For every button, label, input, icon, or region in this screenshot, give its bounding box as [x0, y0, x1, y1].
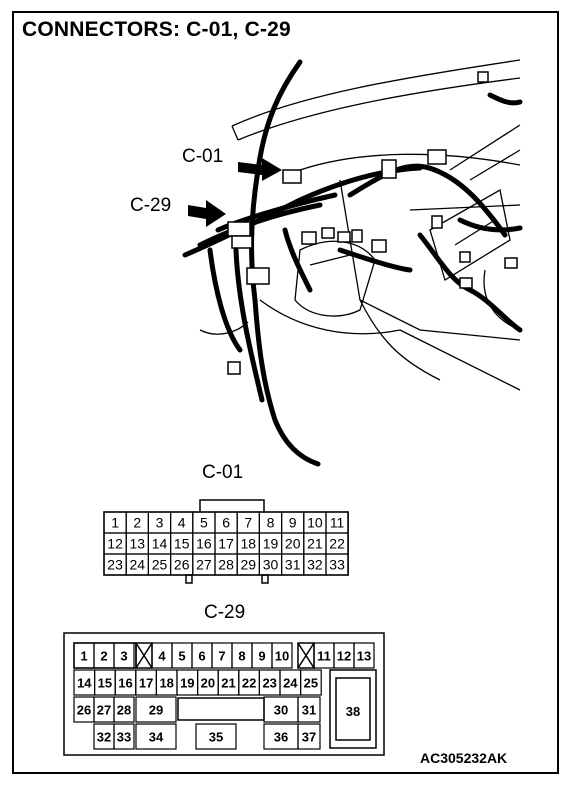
c01-pin-number: 31: [285, 557, 301, 573]
c29-pin-number: 6: [198, 649, 205, 664]
c01-pin-number: 25: [152, 557, 168, 573]
c29-pin-number: 38: [346, 704, 360, 719]
c29-pin-number: 37: [302, 730, 316, 745]
c29-pin-number: 28: [117, 703, 131, 718]
c01-label: C-01: [202, 462, 244, 483]
c01-pin-number: 7: [244, 515, 252, 531]
c01-pin-number: 30: [263, 557, 279, 573]
c29-pin-cell: [113, 642, 135, 669]
c29-pin-number: 14: [77, 676, 92, 691]
c29-pin-cell: [113, 723, 135, 750]
c01-pin-number: 24: [130, 557, 146, 573]
c01-pin-number: 19: [263, 536, 279, 552]
c01-pin-number: 21: [307, 536, 323, 552]
c29-pin-number: 30: [274, 703, 288, 718]
c29-pin-cell: [353, 642, 375, 669]
c29-pin-number: 26: [77, 703, 91, 718]
c29-pin-number: 20: [201, 676, 215, 691]
c29-pin-number: 4: [158, 649, 166, 664]
c01-pin-number: 12: [107, 536, 123, 552]
diagram-title: CONNECTORS: C-01, C-29: [22, 18, 291, 41]
c01-pin-number: 26: [174, 557, 190, 573]
c01-pin-number: 16: [196, 536, 212, 552]
c01-pin-number: 17: [218, 536, 234, 552]
c29-pin-cell: [271, 642, 293, 669]
c29-pin-number: 15: [98, 676, 112, 691]
c01-pin-number: 18: [241, 536, 257, 552]
c29-pin-number: 3: [120, 649, 127, 664]
c29-pin-cell: [135, 696, 177, 723]
c29-pin-number: 22: [242, 676, 256, 691]
c29-pin-number: 24: [283, 676, 298, 691]
c29-pin-number: 23: [262, 676, 276, 691]
c29-pin-cell: [300, 669, 322, 696]
c01-pin-number: 4: [178, 515, 186, 531]
c01-pin-number: 29: [241, 557, 257, 573]
c29-pin-number: 36: [274, 730, 288, 745]
c01-callout-label: C-01: [182, 146, 224, 167]
c29-pin-number: 32: [97, 730, 111, 745]
figure-code: AC305232AK: [420, 750, 508, 766]
c01-pin-number: 32: [307, 557, 323, 573]
diagram-frame: [12, 11, 559, 774]
c29-pin-number: 31: [302, 703, 316, 718]
c01-pin-number: 8: [267, 515, 275, 531]
c29-pin-number: 10: [275, 649, 289, 664]
c01-pin-number: 27: [196, 557, 212, 573]
c29-pin-number: 8: [238, 649, 245, 664]
c29-pin-number: 7: [218, 649, 225, 664]
c01-pin-number: 15: [174, 536, 190, 552]
c29-pin-number: 19: [180, 676, 194, 691]
c29-pin-number: 35: [209, 730, 223, 745]
c01-pin-number: 14: [152, 536, 168, 552]
c29-pin-number: 9: [258, 649, 265, 664]
c01-pin-number: 33: [329, 557, 345, 573]
c29-pin-number: 17: [139, 676, 153, 691]
c01-pin-number: 3: [156, 515, 164, 531]
c29-pin-number: 21: [221, 676, 235, 691]
c29-pin-cell: [297, 696, 321, 723]
c01-pin-number: 28: [218, 557, 234, 573]
c01-pin-number: 2: [133, 515, 141, 531]
c29-pin-number: 2: [100, 649, 107, 664]
c29-pin-number: 25: [304, 676, 318, 691]
c29-pin-number: 5: [178, 649, 185, 664]
c29-pin-cell: [113, 696, 135, 723]
c29-pin-number: 16: [118, 676, 132, 691]
c01-pin-number: 22: [329, 536, 345, 552]
c01-pin-cell: [325, 553, 349, 576]
c29-pin-number: 29: [149, 703, 163, 718]
c29-pin-number: 11: [317, 649, 331, 664]
c29-pin-cell: [135, 723, 177, 750]
c01-pin-number: 23: [107, 557, 123, 573]
c29-pin-number: 18: [159, 676, 173, 691]
c01-pin-number: 1: [111, 515, 119, 531]
c29-pin-number: 34: [149, 730, 164, 745]
c29-pin-cell: [195, 723, 237, 750]
c29-pin-number: 1: [80, 649, 87, 664]
c29-pin-number: 33: [117, 730, 131, 745]
c01-pin-number: 6: [222, 515, 230, 531]
c01-pin-number: 10: [307, 515, 323, 531]
c01-pin-number: 20: [285, 536, 301, 552]
c29-pin-number: 12: [337, 649, 351, 664]
c01-pin-number: 9: [289, 515, 297, 531]
c29-pin-cell: [297, 723, 321, 750]
c29-pin-number: 27: [97, 703, 111, 718]
c01-pin-number: 5: [200, 515, 208, 531]
c29-callout-label: C-29: [130, 195, 172, 216]
c29-label: C-29: [204, 602, 246, 623]
c01-pin-number: 13: [130, 536, 146, 552]
c29-pin-number: 13: [357, 649, 371, 664]
c01-pin-number: 11: [330, 515, 345, 531]
